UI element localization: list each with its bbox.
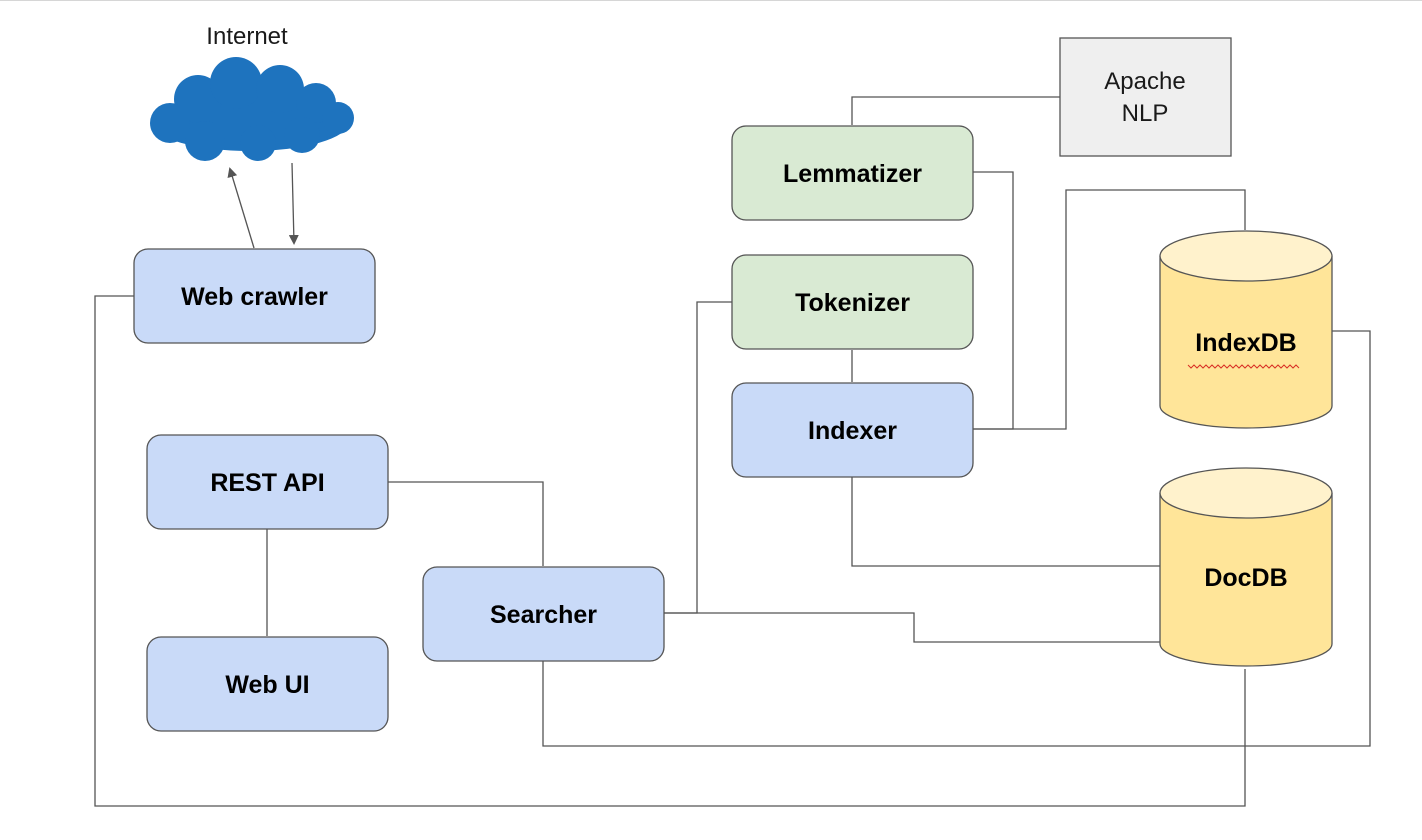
searcher-label: Searcher (490, 601, 597, 629)
index-db-node: IndexDB (1159, 230, 1333, 429)
rest-api-label: REST API (210, 469, 324, 497)
internet-label: Internet (206, 23, 288, 50)
apache-nlp-label-line2: NLP (1122, 100, 1169, 127)
connector-lemmatizer-indexer (973, 171, 1014, 430)
tokenizer-label: Tokenizer (795, 289, 910, 317)
connector-lemmatizer-apachenlp (851, 96, 1060, 125)
connectors (94, 96, 1371, 807)
web-crawler-node: Web crawler (133, 248, 376, 344)
lemmatizer-label: Lemmatizer (783, 160, 922, 188)
connector-crawler-docdb (94, 295, 1246, 807)
doc-db-label: DocDB (1204, 564, 1287, 592)
connector-restapi-searcher (388, 481, 544, 566)
internet: Internet (150, 23, 354, 161)
cloud-icon (150, 57, 354, 161)
apache-nlp-label-line1: Apache (1104, 68, 1185, 95)
connector-searcher-docdb (664, 612, 1165, 643)
indexer-label: Indexer (808, 417, 897, 445)
connector-searcher-tokenizer (664, 301, 732, 614)
indexer-node: Indexer (731, 382, 974, 478)
web-crawler-label: Web crawler (181, 283, 328, 311)
connector-indexer-indexdb (973, 189, 1246, 430)
arrow-crawler-to-internet (227, 167, 255, 249)
spellcheck-underline (1187, 364, 1300, 369)
lemmatizer-node: Lemmatizer (731, 125, 974, 221)
searcher-node: Searcher (422, 566, 665, 662)
doc-db-node: DocDB (1159, 467, 1333, 667)
arrow-internet-to-crawler (288, 162, 299, 245)
web-ui-label: Web UI (225, 671, 309, 699)
rest-api-node: REST API (146, 434, 389, 530)
web-ui-node: Web UI (146, 636, 389, 732)
connector-searcher-indexdb (542, 330, 1371, 747)
apache-nlp-node: Apache NLP (1059, 37, 1232, 157)
tokenizer-node: Tokenizer (731, 254, 974, 350)
index-db-label: IndexDB (1195, 329, 1296, 357)
connector-indexer-docdb (851, 477, 1160, 567)
